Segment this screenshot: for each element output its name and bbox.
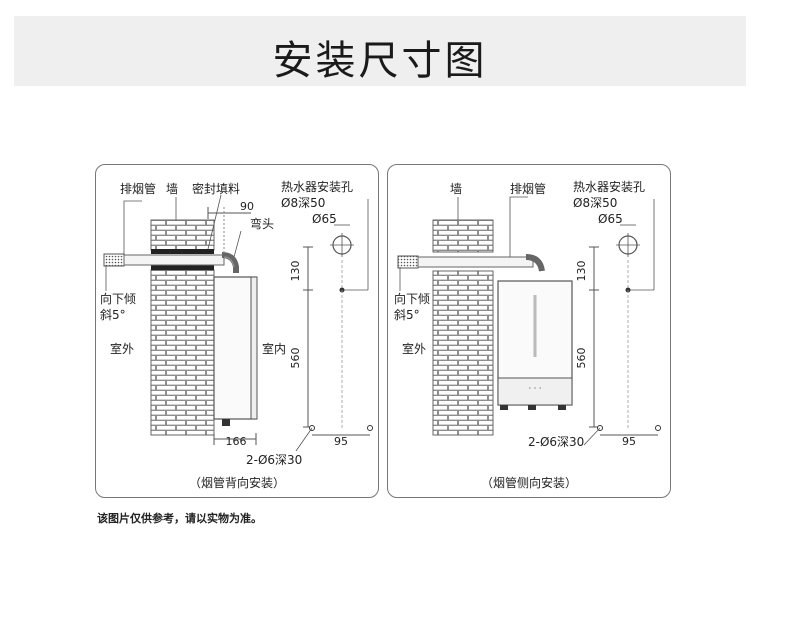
label-wall: 墙 xyxy=(166,182,178,196)
label-elbow: 弯头 xyxy=(250,216,274,231)
label-pipe-hole: Ø65 xyxy=(598,212,623,226)
dim-height: 560 xyxy=(289,348,302,369)
label-slope-2: 斜5° xyxy=(100,308,126,322)
dim-spacing: 95 xyxy=(334,435,348,448)
flue-pipe-end xyxy=(397,255,419,269)
wall-upper xyxy=(432,219,494,253)
label-slope-2: 斜5° xyxy=(394,308,420,322)
dim-upper: 130 xyxy=(575,261,588,282)
sealant-band xyxy=(151,249,214,254)
right-install-panel: · · · 130 560 95 墙 排烟管 热水器安装孔 Ø8深50 Ø65 xyxy=(387,164,671,498)
label-pipe-hole: Ø65 xyxy=(312,212,337,226)
label-mount-holes: 热水器安装孔 xyxy=(573,179,645,194)
title-bar: 安装尺寸图 xyxy=(14,16,746,86)
label-indoor: 室内 xyxy=(262,341,286,356)
label-outdoor: 室外 xyxy=(110,341,134,356)
right-caption: （烟管侧向安装） xyxy=(481,475,577,490)
label-hole-spec: Ø8深50 xyxy=(573,196,617,210)
flue-pipe xyxy=(123,254,225,266)
disclaimer-note: 该图片仅供参考，请以实物为准。 xyxy=(97,512,262,525)
label-slope-1: 向下倾 xyxy=(394,291,430,306)
flue-pipe-end xyxy=(103,253,125,267)
elbow xyxy=(221,252,239,273)
dim-upper: 130 xyxy=(289,261,302,282)
flue-pipe xyxy=(417,256,534,268)
label-mount-holes: 热水器安装孔 xyxy=(281,179,353,194)
page-title: 安装尺寸图 xyxy=(272,38,488,84)
elbow xyxy=(525,254,545,272)
label-hole-spec: Ø8深50 xyxy=(281,196,325,210)
dim-gap: 90 xyxy=(240,200,254,213)
label-slope-1: 向下倾 xyxy=(100,291,136,306)
water-heater-side xyxy=(213,276,257,420)
bottom-hole-right xyxy=(367,425,373,431)
wall-lower xyxy=(150,269,215,436)
label-bottom-holes: 2-Ø6深30 xyxy=(528,435,584,449)
dim-height: 560 xyxy=(575,348,588,369)
left-caption: （烟管背向安装） xyxy=(189,475,285,490)
left-diagram: 130 560 95 166 90 排烟管 xyxy=(100,179,373,490)
label-wall: 墙 xyxy=(450,182,462,196)
dim-spacing: 95 xyxy=(622,435,636,448)
label-sealant: 密封填料 xyxy=(192,181,240,196)
label-bottom-holes: 2-Ø6深30 xyxy=(246,453,302,467)
right-diagram: · · · 130 560 95 墙 排烟管 热水器安装孔 Ø8深50 Ø65 xyxy=(394,179,661,490)
wall-lower xyxy=(432,270,494,436)
left-install-panel: 130 560 95 166 90 排烟管 xyxy=(95,164,379,498)
label-flue-pipe: 排烟管 xyxy=(120,181,156,196)
bottom-hole-right xyxy=(655,425,661,431)
label-flue-pipe: 排烟管 xyxy=(510,181,546,196)
heater-display: · · · xyxy=(529,384,542,393)
wall-upper xyxy=(150,219,215,251)
dim-depth: 166 xyxy=(226,435,247,448)
label-outdoor: 室外 xyxy=(402,341,426,356)
